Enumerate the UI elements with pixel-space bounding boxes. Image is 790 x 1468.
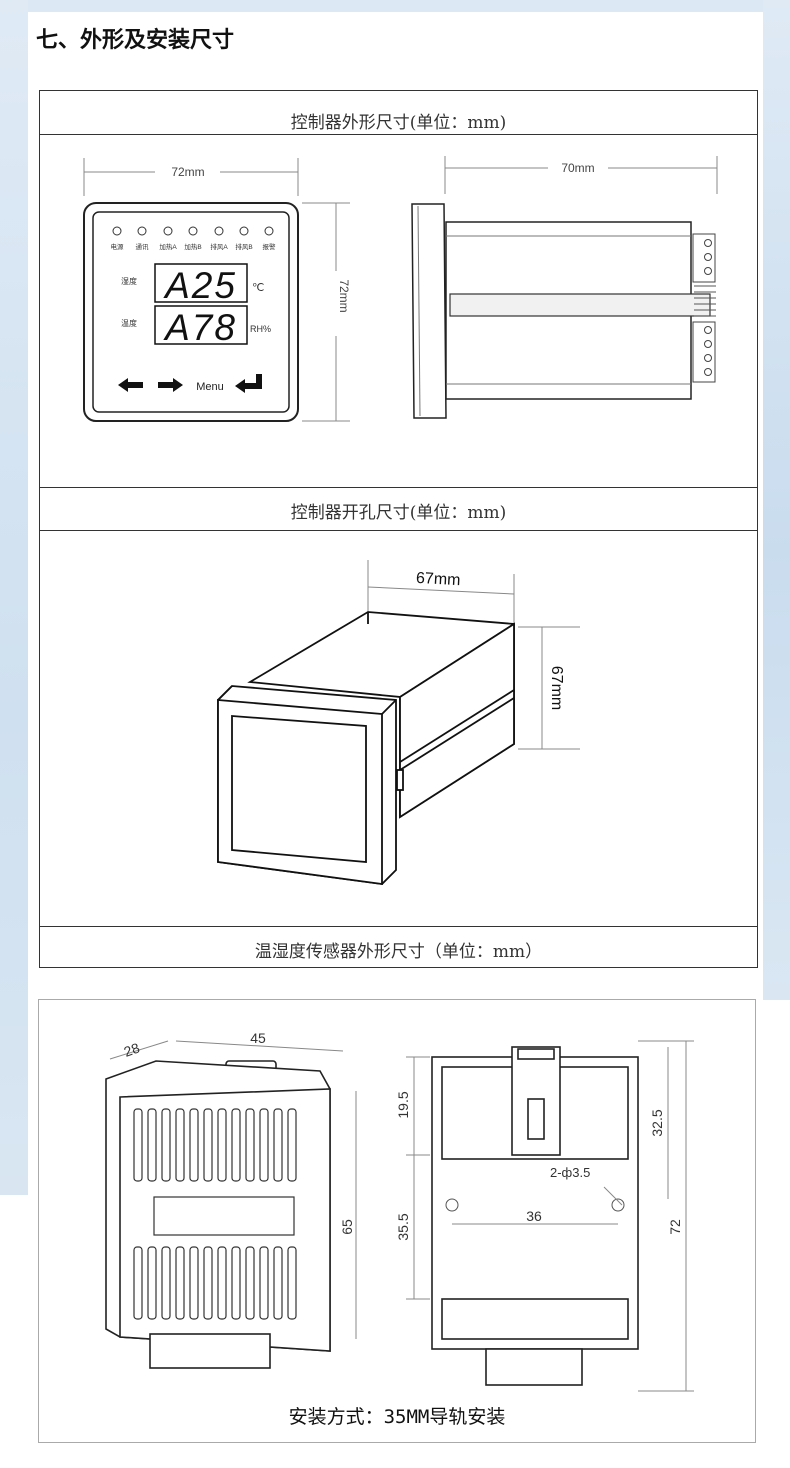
sensor-dim-72: 72 (667, 1219, 683, 1235)
right-arrow-icon (158, 378, 183, 392)
background-band-left (0, 0, 28, 1195)
section-title: 七、外形及安装尺寸 (36, 28, 235, 53)
sensor-dim-36: 36 (526, 1208, 542, 1224)
side-depth-label: 70mm (561, 161, 594, 175)
row1-display: A25 (163, 265, 237, 306)
row2-label: 温度 (121, 318, 137, 328)
background-band-top (0, 0, 790, 12)
indicator-label: 加热B (184, 242, 201, 251)
caption-cutout: 控制器开孔尺寸(单位：mm) (290, 503, 507, 523)
indicator-label: 电源 (111, 242, 125, 251)
left-arrow-icon (118, 378, 143, 392)
controller-cutout-drawing: 67mm 67mm (217, 560, 580, 886)
divider (39, 530, 758, 531)
caption-outline: 控制器外形尺寸(单位：mm) (290, 113, 507, 133)
dimension-frame (39, 90, 758, 968)
row1-unit: ℃ (252, 282, 264, 294)
row1-label: 湿度 (121, 276, 137, 286)
sensor-dim-28: 28 (122, 1039, 142, 1059)
background-band-right (763, 0, 790, 1000)
indicator-label: 排风A (210, 242, 228, 251)
enter-icon (235, 374, 262, 393)
row2-display: A78 (163, 307, 237, 348)
row2-unit: RH% (250, 324, 271, 334)
divider (39, 487, 758, 488)
indicator-label: 加热A (159, 242, 177, 251)
controller-outline-drawing: 72mm 72mm 电源 通讯 加热A 加热B 排风A 排风B 报警 湿度 A2… (83, 156, 718, 422)
indicator-label: 通讯 (136, 242, 150, 251)
sensor-dim-35-5: 35.5 (395, 1213, 411, 1240)
indicator-label: 排风B (235, 242, 252, 251)
indicator-leds (112, 226, 274, 236)
divider (39, 926, 758, 927)
front-height-label: 72mm (337, 279, 351, 312)
sensor-dim-32-5: 32.5 (649, 1109, 665, 1136)
sensor-dim-65: 65 (339, 1219, 355, 1235)
vent-slots (133, 1108, 297, 1320)
menu-label: Menu (196, 381, 224, 393)
sensor-dim-19-5: 19.5 (395, 1091, 411, 1118)
sensor-hole-label: 2-ф3.5 (550, 1165, 590, 1180)
mount-method-text: 安装方式：35MM导轨安装 (288, 1406, 506, 1428)
cutout-width-label: 67mm (416, 570, 461, 589)
sensor-outline-drawing: 28 45 65 19.5 35.5 32. (105, 1030, 694, 1392)
sensor-dim-45: 45 (250, 1030, 266, 1046)
indicator-label: 报警 (263, 242, 277, 251)
divider (39, 134, 758, 135)
cutout-height-label: 67mm (548, 666, 565, 710)
front-width-label: 72mm (171, 165, 204, 179)
terminal-screws (692, 233, 716, 383)
caption-sensor: 温湿度传感器外形尺寸（单位：mm） (254, 942, 543, 962)
